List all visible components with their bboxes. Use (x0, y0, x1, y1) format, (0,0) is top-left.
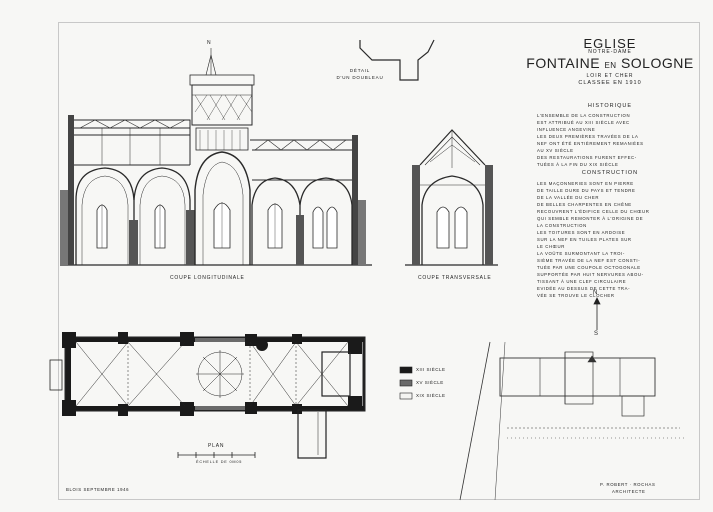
scale-bar (177, 452, 256, 458)
title-line5: CLASSEE EN 1910 (578, 80, 642, 86)
detail-label-a: DÉTAIL (349, 68, 371, 73)
detail-label-b: D'UN DOUBLEAU (336, 75, 384, 80)
caption-transversal: COUPE TRANSVERSALE (418, 275, 492, 281)
footer-role: ARCHITECTE (612, 489, 646, 494)
construction-text: LES MAÇONNERIES SONT EN PIERRE DE TAILLE… (537, 181, 650, 298)
legend-swatches (399, 366, 413, 400)
caption-scale: ÉCHELLE DE 0M05 (196, 460, 243, 464)
location-plan (459, 341, 685, 501)
longitudinal-section (60, 48, 372, 266)
north-small-label: N (207, 40, 211, 46)
title-line1: EGLISE (583, 36, 637, 51)
north-arrow (593, 297, 601, 330)
title-line2: NOTRE-DAME (588, 49, 632, 55)
transverse-section (405, 129, 498, 266)
historique-heading: HISTORIQUE (587, 103, 633, 109)
detail-doubleau (359, 39, 435, 81)
floor-plan (49, 332, 366, 459)
legend-label-xv: XV SIÈCLE (416, 380, 444, 385)
south-label: S (594, 331, 599, 337)
caption-longitudinal: COUPE LONGITUDINALE (170, 275, 245, 281)
sheet-border (58, 22, 700, 500)
footer-date: BLOIS SEPTEMBRE 1946 (66, 487, 130, 492)
construction-heading: CONSTRUCTION (581, 170, 639, 176)
caption-plan: PLAN (208, 443, 225, 449)
historique-text: L'ENSEMBLE DE LA CONSTRUCTION EST ATTRIB… (537, 113, 644, 167)
title-line4: LOIR ET CHER (586, 73, 634, 79)
title-line3: FONTAINE EN SOLOGNE (520, 55, 700, 71)
north-label: N (593, 290, 598, 296)
title-fontaine: FONTAINE (526, 55, 601, 71)
legend-label-xix: XIX SIÈCLE (416, 393, 446, 398)
title-sologne: SOLOGNE (620, 55, 694, 71)
footer-author: P. ROBERT · ROCHAS (600, 482, 656, 487)
legend-label-xiii: XIII SIÈCLE (416, 367, 446, 372)
title-en: EN (604, 61, 617, 70)
